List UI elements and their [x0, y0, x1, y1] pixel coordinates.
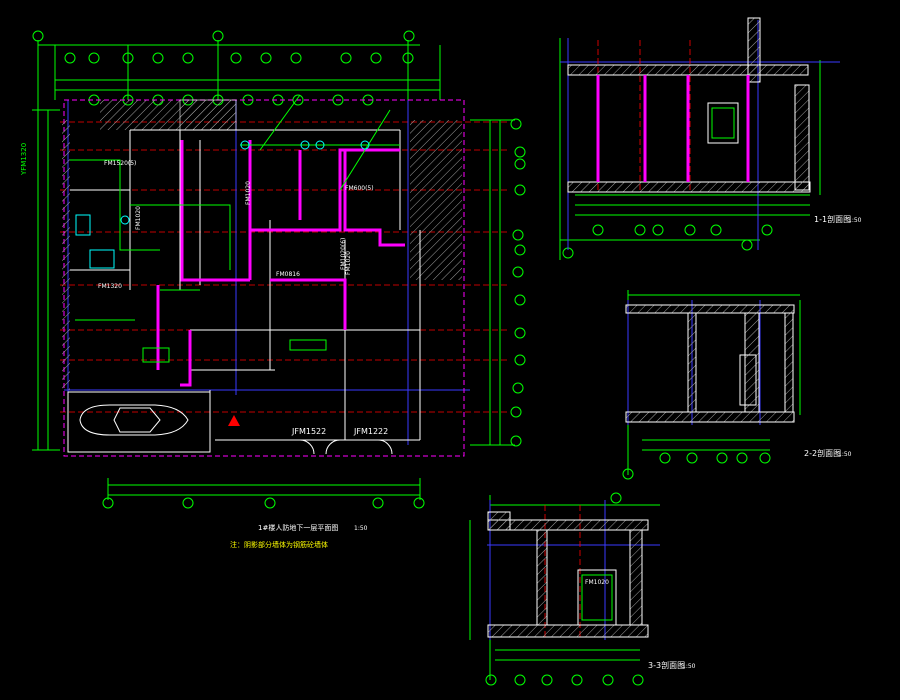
door-tag-fm600: FM600(5): [345, 185, 374, 192]
plan-bottom-doors: [299, 439, 393, 455]
plan-hatched-walls: [62, 99, 462, 390]
door-tag-jfm1522: JFM1522: [291, 427, 326, 436]
plan-title: 1#楼人防地下一层平面图: [258, 523, 338, 532]
door-tag-yfm1320: YFM1320: [20, 143, 28, 176]
door-tag-fm1320: FM1320: [98, 283, 122, 290]
plan-cyan-fixtures: [75, 140, 370, 269]
section1-equipment-icon: [707, 102, 739, 144]
entry-marker-icon: [228, 415, 240, 426]
plan-outer-boundary: [63, 99, 465, 457]
section3-scale: 1:50: [682, 663, 696, 670]
plan-top-axis-bubbles: [32, 30, 415, 106]
section1-title: 1-1剖面图: [814, 214, 851, 224]
section-2-2: 2-2剖面图 1:50: [622, 290, 852, 480]
plan-blue-lines: [64, 100, 470, 445]
plan-scale: 1:50: [354, 525, 368, 532]
door-tag-fm1020-a: FM1020: [135, 206, 142, 230]
section3-title: 3-3剖面图: [648, 660, 685, 670]
section-3-3: FM1020 3-3剖面图 1:50: [469, 492, 696, 686]
plan-top-dimensions: [38, 40, 441, 100]
door-tag-fm1020-b: FM1020: [245, 181, 252, 205]
plan-pipe-lines: [70, 94, 400, 363]
section2-scale: 1:50: [838, 451, 852, 458]
section3-door-tag: FM1020: [585, 579, 609, 586]
door-tag-fm1020-6: FM1020(6): [340, 238, 347, 270]
plan-bottom-dimensions: [102, 478, 425, 509]
plan-interior-walls: [70, 129, 421, 450]
car-icon: [79, 404, 189, 436]
plan-note: 注：阴影部分墙体为钢筋砼墙体: [230, 540, 328, 549]
plan-left-dimensions: [32, 40, 60, 451]
section1-scale: 1:50: [848, 217, 862, 224]
floor-plan: JFM1522 JFM1222 FM0816 FM1020 FM1020 FM1…: [20, 30, 526, 549]
door-tag-fm1020-c: FM1020: [345, 251, 352, 275]
plan-car-bay: [67, 391, 211, 453]
plan-right-dimensions: [470, 118, 526, 447]
plan-magenta-walls: [156, 140, 405, 387]
door-tag-jfm1222: JFM1222: [353, 427, 388, 436]
door-tag-fm0816: FM0816: [276, 271, 300, 278]
section2-title: 2-2剖面图: [804, 448, 841, 458]
section-1-1: 1-1剖面图 1:50: [559, 17, 862, 260]
door-tag-fm1520: FM1520(5): [104, 160, 136, 167]
